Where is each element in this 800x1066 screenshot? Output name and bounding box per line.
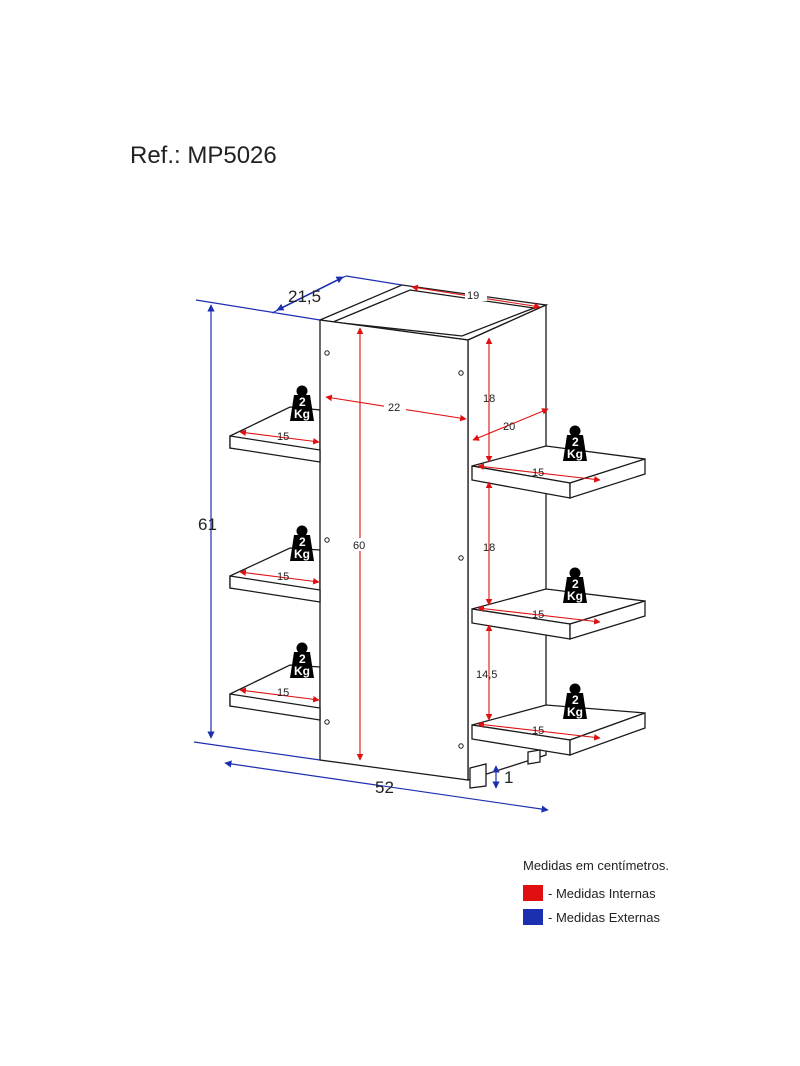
depth-label: 21,5	[288, 287, 321, 306]
screws	[324, 350, 464, 749]
legend-caption: Medidas em centímetros.	[523, 858, 669, 873]
right-shelf-2-front	[569, 600, 646, 640]
front-panel	[319, 319, 469, 781]
weight-badge: 2 Kg	[290, 525, 314, 561]
top-depth-label: 19	[467, 290, 479, 302]
svg-text:2: 2	[299, 535, 306, 549]
weight-badge: 2 Kg	[563, 683, 587, 719]
svg-text:Kg: Kg	[294, 547, 310, 561]
left-shelf-2-line	[239, 569, 320, 585]
width-label: 52	[375, 778, 394, 797]
screw	[324, 537, 330, 543]
external-labels: 21,5 61 52 1	[198, 287, 513, 797]
svg-text:Kg: Kg	[294, 664, 310, 678]
right-shelf-2-line	[477, 605, 601, 625]
right-shelf-1-front	[569, 458, 646, 499]
spacing-3-label: 14,5	[476, 669, 497, 681]
right-depth-line	[472, 408, 549, 441]
reference-title: Ref.: MP5026	[130, 142, 277, 169]
internal-labels: 19 22 60 20 18 18 14,5 15 15 15 15 15 15	[277, 288, 544, 737]
inner-width-label: 22	[388, 402, 400, 414]
weight-badge: 2 Kg	[563, 425, 587, 461]
screw	[458, 743, 464, 749]
right-shelf-1-label: 15	[532, 467, 544, 479]
legend: Medidas em centímetros. - Medidas Intern…	[523, 858, 669, 929]
screw	[458, 370, 464, 376]
svg-text:2: 2	[572, 693, 579, 707]
right-depth-label: 20	[503, 421, 515, 433]
right-shelf-3-line	[477, 721, 601, 741]
legend-label-external: - Medidas Externas	[548, 909, 660, 925]
svg-text:2: 2	[572, 577, 579, 591]
spacing-2-label: 18	[483, 542, 495, 554]
right-shelf-1-line	[477, 463, 601, 483]
svg-text:2: 2	[299, 652, 306, 666]
screw	[324, 350, 330, 356]
left-shelf-1-label: 15	[277, 431, 289, 443]
svg-text:Kg: Kg	[294, 407, 310, 421]
svg-text:Kg: Kg	[567, 589, 583, 603]
left-shelf-2-label: 15	[277, 571, 289, 583]
weight-badge: 2 Kg	[563, 567, 587, 603]
weight-badge: 2 Kg	[290, 385, 314, 421]
depth-dimension-line	[276, 276, 344, 311]
left-shelf-1-line	[239, 429, 320, 445]
weight-badge: 2 Kg	[290, 642, 314, 678]
foot-label: 1	[504, 768, 513, 787]
svg-text:2: 2	[572, 435, 579, 449]
left-shelf-3-label: 15	[277, 687, 289, 699]
screw	[458, 555, 464, 561]
height-label: 61	[198, 515, 217, 534]
legend-label-internal: - Medidas Internas	[548, 885, 656, 901]
foot	[469, 763, 487, 789]
left-shelf-3-line	[239, 687, 320, 703]
spacing-1-label: 18	[483, 393, 495, 405]
external-dimensions	[193, 275, 549, 813]
screw	[324, 719, 330, 725]
foot-right	[527, 749, 541, 765]
column-height-label: 60	[353, 540, 365, 552]
legend-swatch-external	[523, 909, 543, 925]
right-shelf-2-label: 15	[532, 609, 544, 621]
legend-item-external: - Medidas Externas	[523, 905, 669, 929]
svg-text:Kg: Kg	[567, 447, 583, 461]
legend-swatch-internal	[523, 885, 543, 901]
right-shelf-3-label: 15	[532, 725, 544, 737]
svg-text:2: 2	[299, 395, 306, 409]
svg-text:Kg: Kg	[567, 705, 583, 719]
width-dimension-line	[224, 760, 549, 813]
right-shelf-3-front	[569, 712, 646, 756]
legend-item-internal: - Medidas Internas	[523, 881, 669, 905]
